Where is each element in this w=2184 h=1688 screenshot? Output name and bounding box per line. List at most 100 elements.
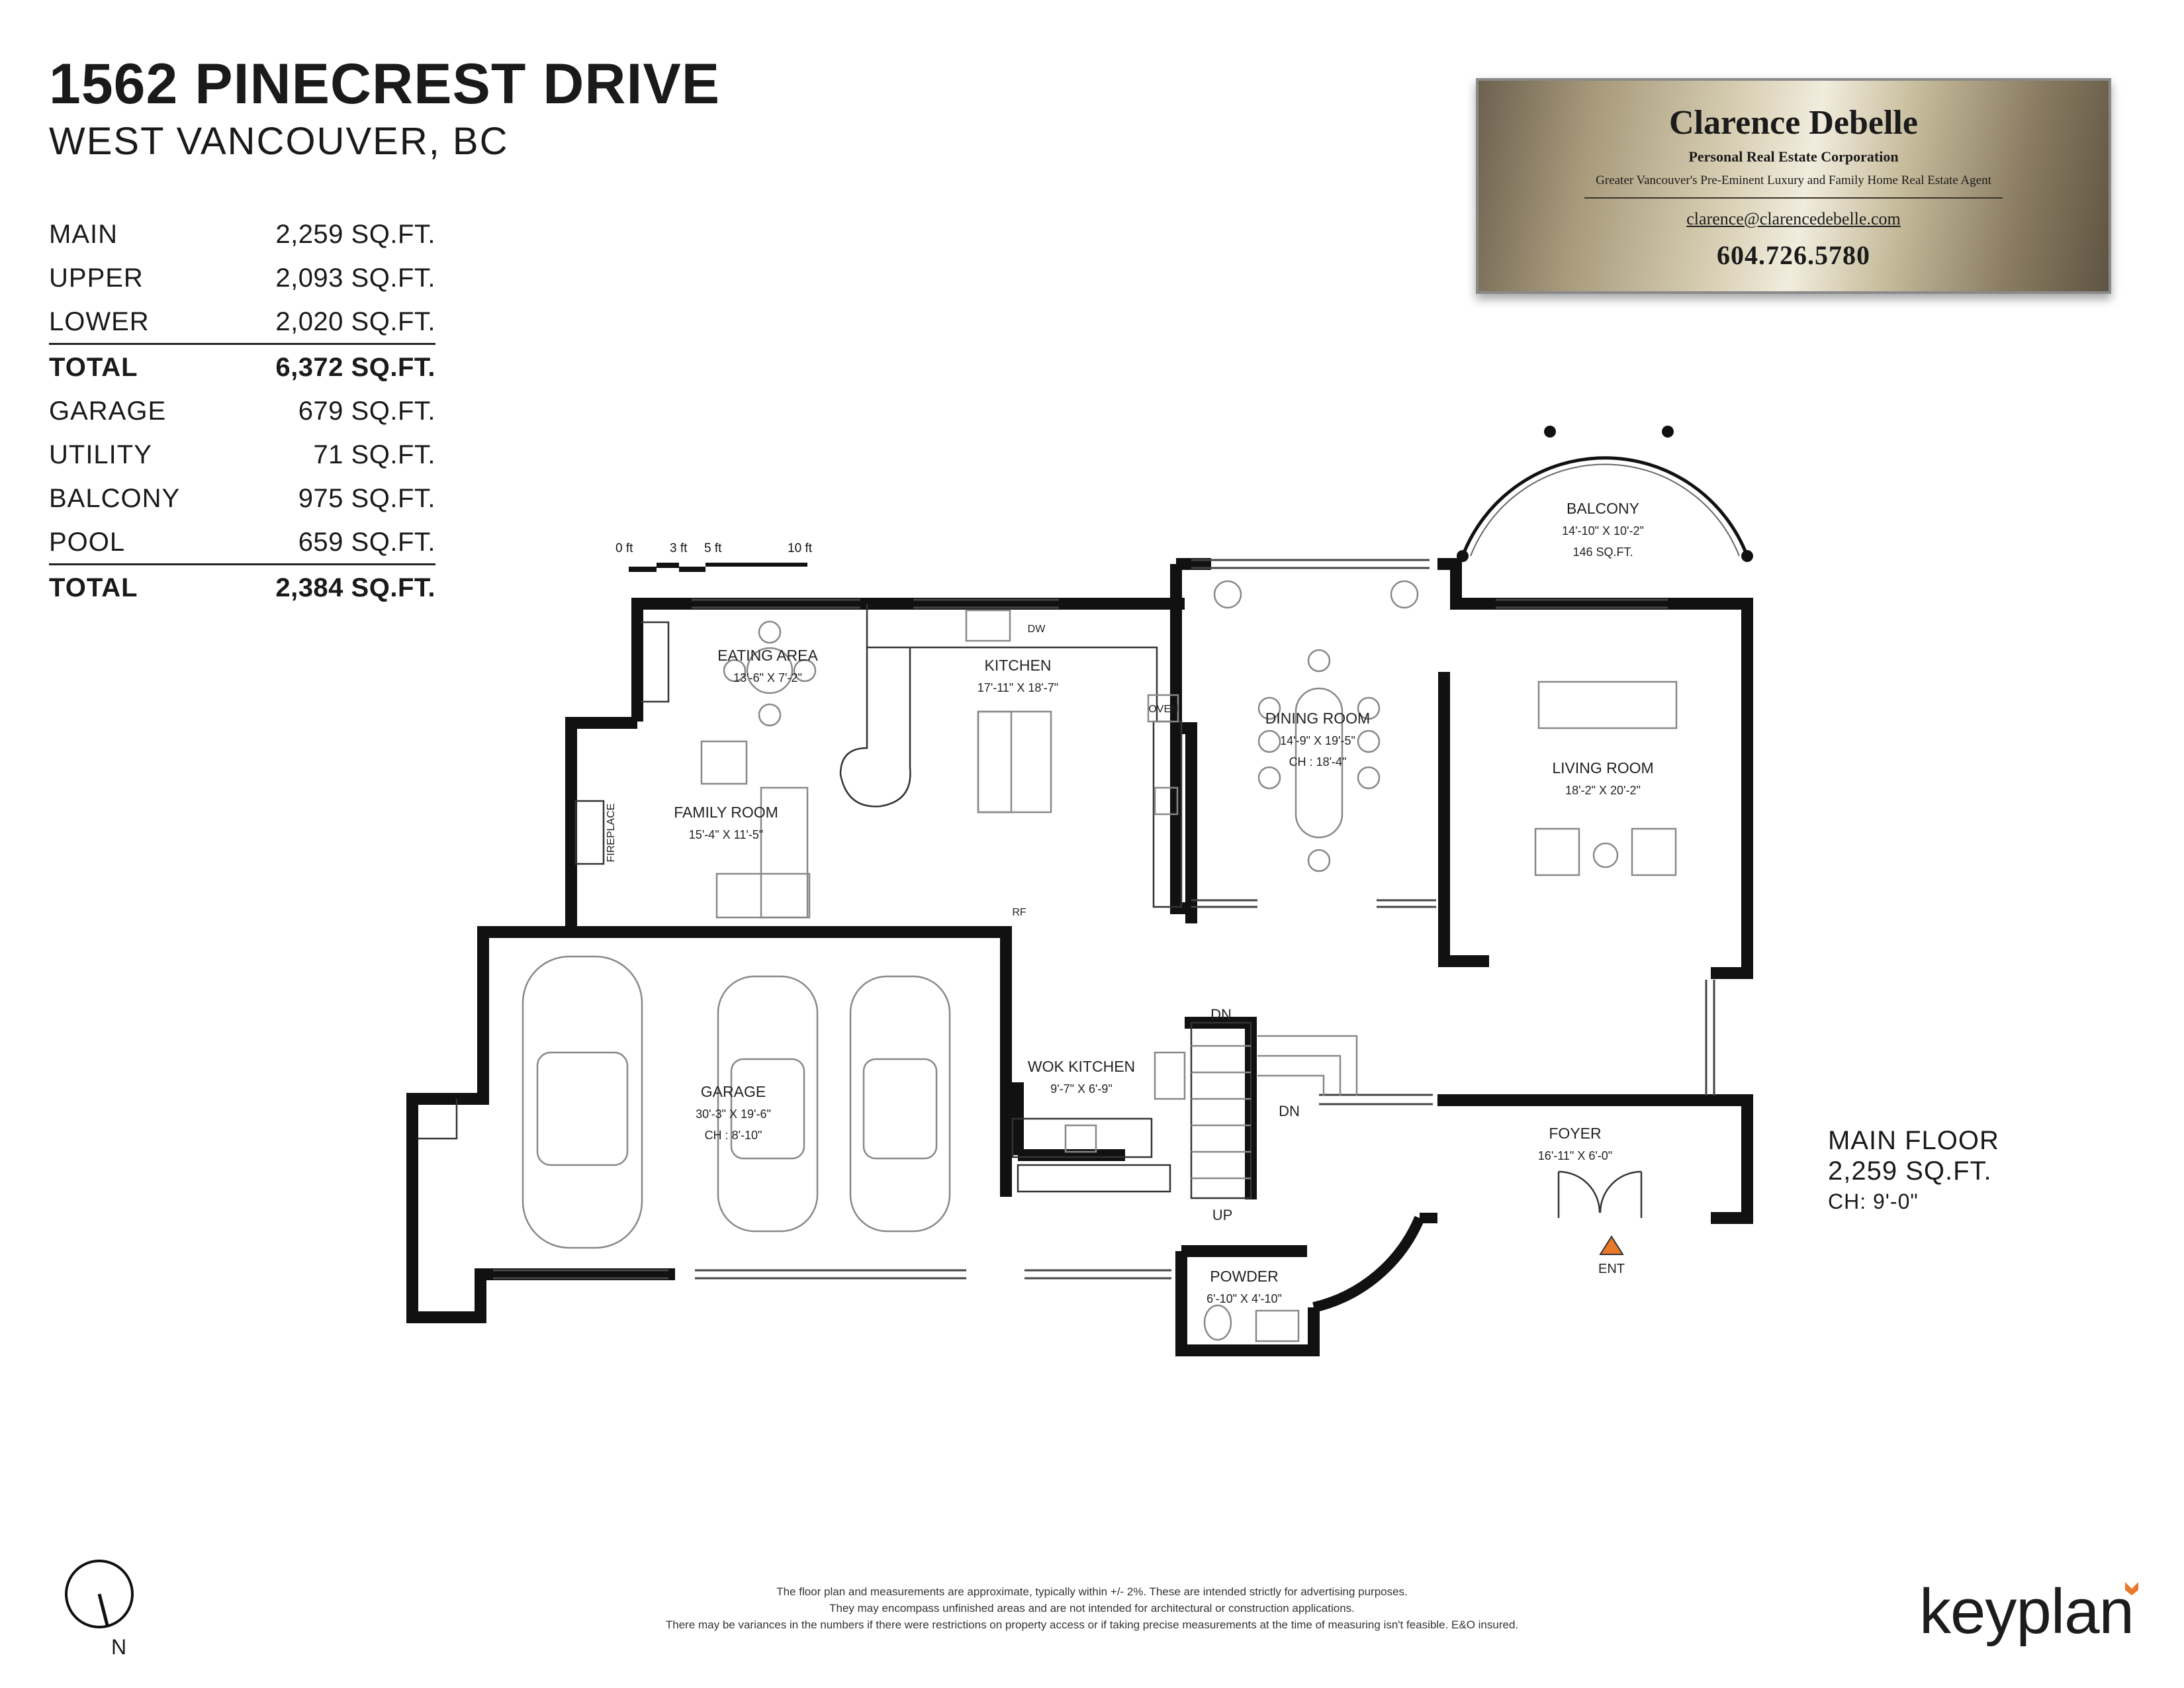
car-icon xyxy=(717,975,819,1233)
stairs-down-label: DN xyxy=(1279,1103,1300,1119)
agent-badge: Clarence Debelle Personal Real Estate Co… xyxy=(1476,78,2111,294)
floor-ceiling-height: CH: 9'-0" xyxy=(1828,1190,1919,1213)
scale-segment xyxy=(705,563,807,567)
room-dims: 14'-9" X 19'-5" xyxy=(1280,734,1355,747)
scale-segment xyxy=(657,563,679,568)
sofa-icon xyxy=(1537,680,1678,729)
scale-tick-5: 5 ft xyxy=(704,541,722,555)
area-row-upper: UPPER 2,093 SQ.FT. xyxy=(49,256,435,299)
stairs-down-label: DN xyxy=(1210,1006,1232,1023)
kitchen-island xyxy=(977,710,1052,814)
area-row-total-unfinished: TOTAL 2,384 SQ.FT. xyxy=(49,565,435,609)
fixture-oven: OVEN xyxy=(1148,704,1178,715)
room-dims: 30'-3" X 19'-6" xyxy=(696,1107,771,1121)
wall xyxy=(483,926,1012,1197)
room-dims: 13'-6" X 7'-2" xyxy=(733,671,802,684)
area-value: 71 SQ.FT. xyxy=(313,440,435,469)
area-row-garage: GARAGE 679 SQ.FT. xyxy=(49,389,435,432)
table-divider xyxy=(49,343,435,345)
plant-icon xyxy=(1213,580,1242,609)
toilet-icon xyxy=(1203,1304,1232,1341)
property-city: WEST VANCOUVER, BC xyxy=(49,120,509,163)
property-address: 1562 PINECREST DRIVE xyxy=(49,52,721,116)
room-name: FAMILY ROOM xyxy=(674,804,778,821)
area-value: 975 SQ.FT. xyxy=(298,484,435,513)
chair-icon xyxy=(1631,827,1677,876)
area-label: LOWER xyxy=(49,307,150,336)
agent-phone: 604.726.5780 xyxy=(1717,240,1870,270)
area-label: TOTAL xyxy=(49,353,138,382)
room-dims: 15'-4" X 11'-5" xyxy=(689,828,763,841)
wall xyxy=(1175,1251,1320,1356)
area-label: TOTAL xyxy=(49,573,138,602)
scale-tick-3: 3 ft xyxy=(670,541,688,555)
windows xyxy=(493,559,1715,1280)
entrance-label: ENT xyxy=(1598,1262,1625,1276)
table-icon xyxy=(746,647,794,694)
fixture-dw: DW xyxy=(1028,624,1046,635)
sink-icon xyxy=(1255,1309,1300,1342)
room-dims: 18'-2" X 20'-2" xyxy=(1565,784,1641,797)
room-name: BALCONY xyxy=(1567,500,1639,517)
wall xyxy=(1437,1094,1753,1224)
floor-name: MAIN FLOOR xyxy=(1828,1126,1999,1155)
floor-summary: MAIN FLOOR 2,259 SQ.FT. CH: 9'-0" xyxy=(1828,1125,1999,1217)
stairs-up-label: UP xyxy=(1212,1207,1233,1223)
fixture-rf: RF xyxy=(1012,907,1026,918)
sink-icon xyxy=(1064,1124,1097,1153)
area-label: POOL xyxy=(49,528,126,557)
area-label: BALCONY xyxy=(49,484,181,513)
car-icon xyxy=(522,955,643,1249)
fireplace-label: FIREPLACE xyxy=(606,804,617,863)
agent-email-link[interactable]: clarence@clarencedebelle.com xyxy=(1686,209,1901,228)
agent-corp: Personal Real Estate Corporation xyxy=(1688,148,1899,165)
room-dims: 6'-10" X 4'-10" xyxy=(1206,1292,1282,1305)
car-icon xyxy=(849,975,951,1233)
room-area: 146 SQ.FT. xyxy=(1572,545,1633,559)
entrance-arrow-icon xyxy=(1599,1235,1624,1255)
area-label: GARAGE xyxy=(49,397,167,426)
wall xyxy=(1437,558,1753,979)
room-ceiling: CH : 8'-10" xyxy=(705,1129,762,1142)
agent-tagline: Greater Vancouver's Pre-Eminent Luxury a… xyxy=(1596,173,1991,187)
area-summary-table: MAIN 2,259 SQ.FT. UPPER 2,093 SQ.FT. LOW… xyxy=(49,212,435,609)
area-row-pool: POOL 659 SQ.FT. xyxy=(49,520,435,563)
furniture xyxy=(418,580,1678,1342)
agent-name: Clarence Debelle xyxy=(1669,104,1918,142)
foyer-bay-wall xyxy=(1312,1215,1425,1313)
room-ceiling: CH : 18'-4" xyxy=(1289,755,1347,769)
area-row-lower: LOWER 2,020 SQ.FT. xyxy=(49,299,435,343)
chair-icon xyxy=(700,740,748,785)
area-value: 679 SQ.FT. xyxy=(298,397,435,426)
sink-icon xyxy=(965,609,1011,642)
room-dims: 9'-7" X 6'-9" xyxy=(1050,1082,1113,1096)
area-value: 2,259 SQ.FT. xyxy=(275,220,435,249)
wall xyxy=(1185,1017,1257,1199)
room-labels: EATING AREA 13'-6" X 7'-2" KITCHEN 17'-1… xyxy=(606,500,1654,1305)
area-label: UPPER xyxy=(49,263,144,293)
area-row-balcony: BALCONY 975 SQ.FT. xyxy=(49,476,435,520)
room-name: LIVING ROOM xyxy=(1552,759,1653,776)
room-name: WOK KITCHEN xyxy=(1028,1058,1135,1075)
room-name: DINING ROOM xyxy=(1265,710,1370,727)
area-label: UTILITY xyxy=(49,440,152,469)
wall xyxy=(1438,672,1489,967)
area-value: 2,093 SQ.FT. xyxy=(275,263,435,293)
room-name: FOYER xyxy=(1549,1125,1601,1142)
badge-divider xyxy=(1584,197,2003,199)
area-row-utility: UTILITY 71 SQ.FT. xyxy=(49,432,435,476)
disclaimer-line: They may encompass unfinished areas and … xyxy=(829,1602,1355,1615)
keyplan-logo-mark-icon xyxy=(2125,1582,2138,1595)
room-name: KITCHEN xyxy=(985,657,1052,674)
disclaimer-line: The floor plan and measurements are appr… xyxy=(776,1585,1408,1598)
wall xyxy=(1178,722,1197,923)
area-row-total: TOTAL 6,372 SQ.FT. xyxy=(49,345,435,389)
area-value: 6,372 SQ.FT. xyxy=(275,353,435,382)
plant-icon xyxy=(1390,580,1419,609)
area-label: MAIN xyxy=(49,220,118,249)
room-dims: 14'-10" X 10'-2" xyxy=(1562,524,1644,538)
area-value: 2,384 SQ.FT. xyxy=(275,573,435,602)
floor-area: 2,259 SQ.FT. xyxy=(1828,1156,1992,1186)
fireplace-icon xyxy=(574,800,605,865)
